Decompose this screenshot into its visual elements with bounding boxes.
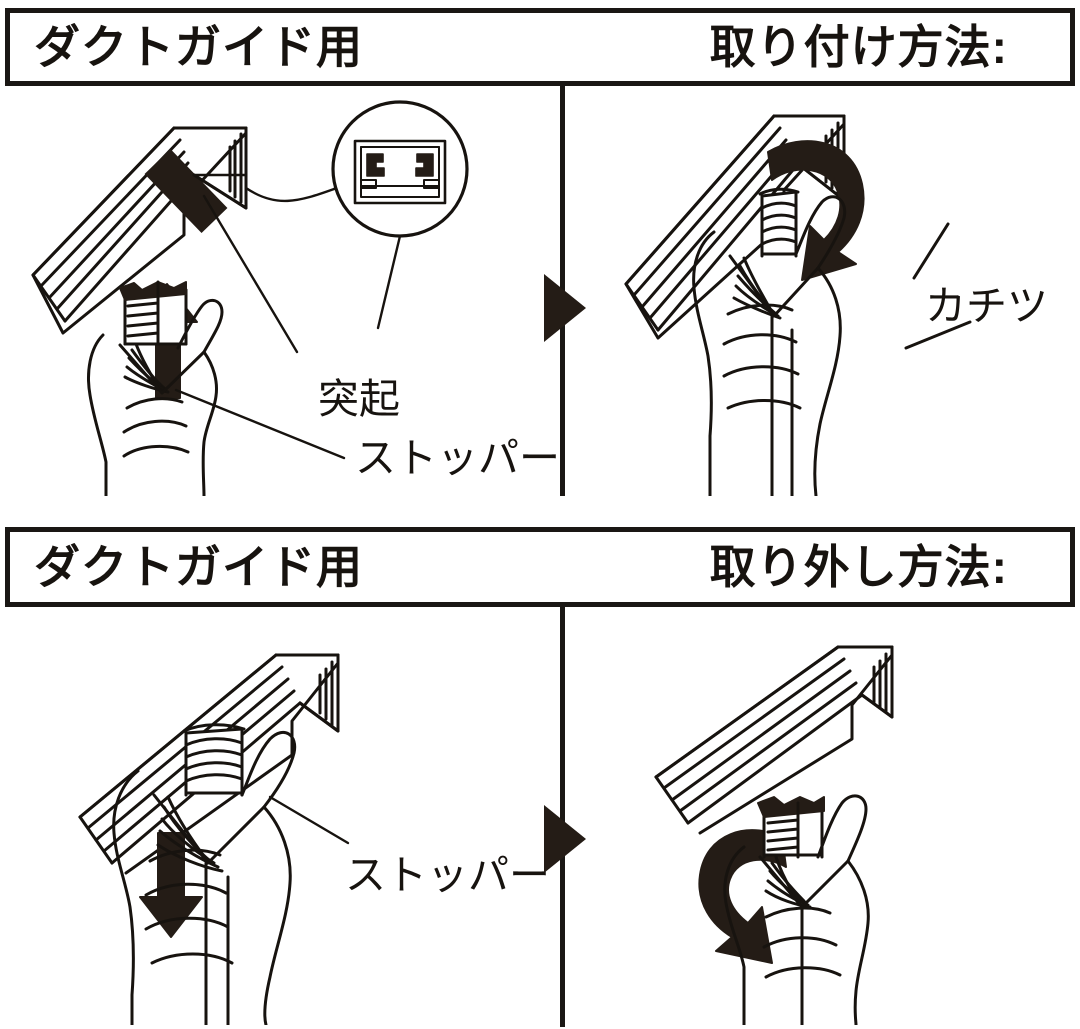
illustration-install-step2 [566, 90, 1076, 496]
illustration-remove-step2 [566, 611, 1076, 1025]
callout-stopper-install: ストッパー [355, 435, 560, 481]
triangle-right-icon [544, 274, 586, 342]
callout-kachitsu: カチツ [925, 283, 1048, 329]
header-install-left-label: ダクトガイド用 [34, 21, 363, 73]
illustration-remove-step1 [8, 611, 560, 1025]
hand-with-stopper-graphic [692, 187, 847, 496]
illustration-install-step1 [8, 90, 560, 496]
header-remove-right-label: 取り外し方法: [709, 541, 1008, 593]
duct-rail-graphic [654, 645, 894, 835]
section-header-remove: ダクトガイド用 取り外し方法: [5, 527, 1075, 607]
rotate-clockwise-arrow-icon [767, 140, 865, 281]
hand-with-stopper-graphic [112, 723, 297, 1025]
section-header-install: ダクトガイド用 取り付け方法: [5, 8, 1075, 86]
hand-with-stopper-graphic [723, 794, 870, 1025]
header-remove-left-label: ダクトガイド用 [34, 541, 363, 593]
callout-totsuki: 突起 [318, 376, 400, 422]
detail-circle-cross-section [331, 100, 469, 238]
header-install-right-label: 取り付け方法: [709, 21, 1008, 73]
click-emphasis-lines [904, 222, 972, 350]
triangle-right-icon [544, 805, 586, 873]
leader-lines [268, 795, 350, 845]
duct-rail-graphic [31, 126, 248, 335]
hand-with-stopper-graphic [87, 280, 224, 496]
leader-lines [174, 186, 402, 460]
rotate-counterclockwise-arrow-icon [698, 829, 787, 964]
callout-stopper-remove: ストッパー [345, 852, 550, 898]
